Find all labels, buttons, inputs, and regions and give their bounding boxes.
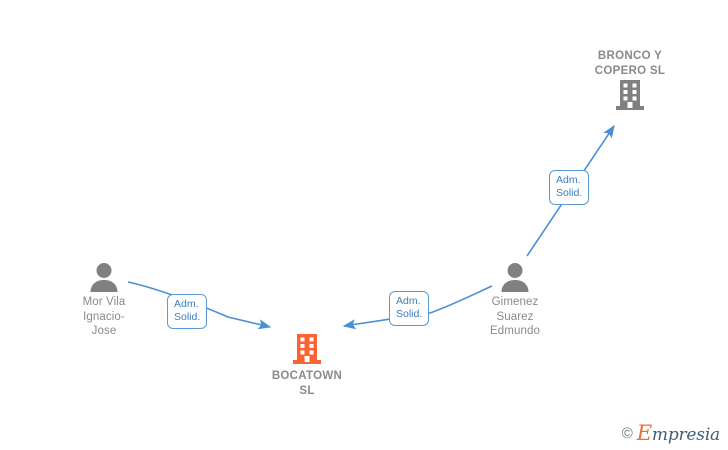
node-company-bronco[interactable]: BRONCO Y COPERO SL: [570, 46, 690, 112]
node-person-mor-vila[interactable]: Mor Vila Ignacio- Jose: [44, 262, 164, 339]
node-label-bronco: BRONCO Y COPERO SL: [594, 50, 666, 77]
brand-rest: mpresia: [651, 425, 720, 445]
node-label-mor-vila: Mor Vila Ignacio- Jose: [82, 296, 126, 337]
edge-label-adm-solid-mor-vila[interactable]: Adm. Solid.: [167, 294, 208, 329]
person-icon: [87, 262, 121, 292]
copyright-icon: ©: [621, 425, 633, 442]
node-person-gimenez[interactable]: Gimenez Suarez Edmundo: [455, 262, 575, 339]
person-icon: [498, 262, 532, 292]
building-icon: [614, 78, 646, 112]
brand-logo: Empresia: [637, 423, 720, 444]
empresia-watermark: © Empresia: [622, 423, 720, 444]
building-icon: [291, 332, 323, 366]
edge-label-adm-solid-gimenez-bocatown[interactable]: Adm. Solid.: [389, 291, 430, 326]
edge-label-adm-solid-gimenez-bronco[interactable]: Adm. Solid.: [549, 170, 590, 205]
node-label-bocatown: BOCATOWN SL: [271, 370, 343, 397]
node-label-gimenez: Gimenez Suarez Edmundo: [490, 296, 540, 337]
node-company-bocatown[interactable]: BOCATOWN SL: [247, 332, 367, 398]
brand-initial: E: [636, 421, 652, 445]
